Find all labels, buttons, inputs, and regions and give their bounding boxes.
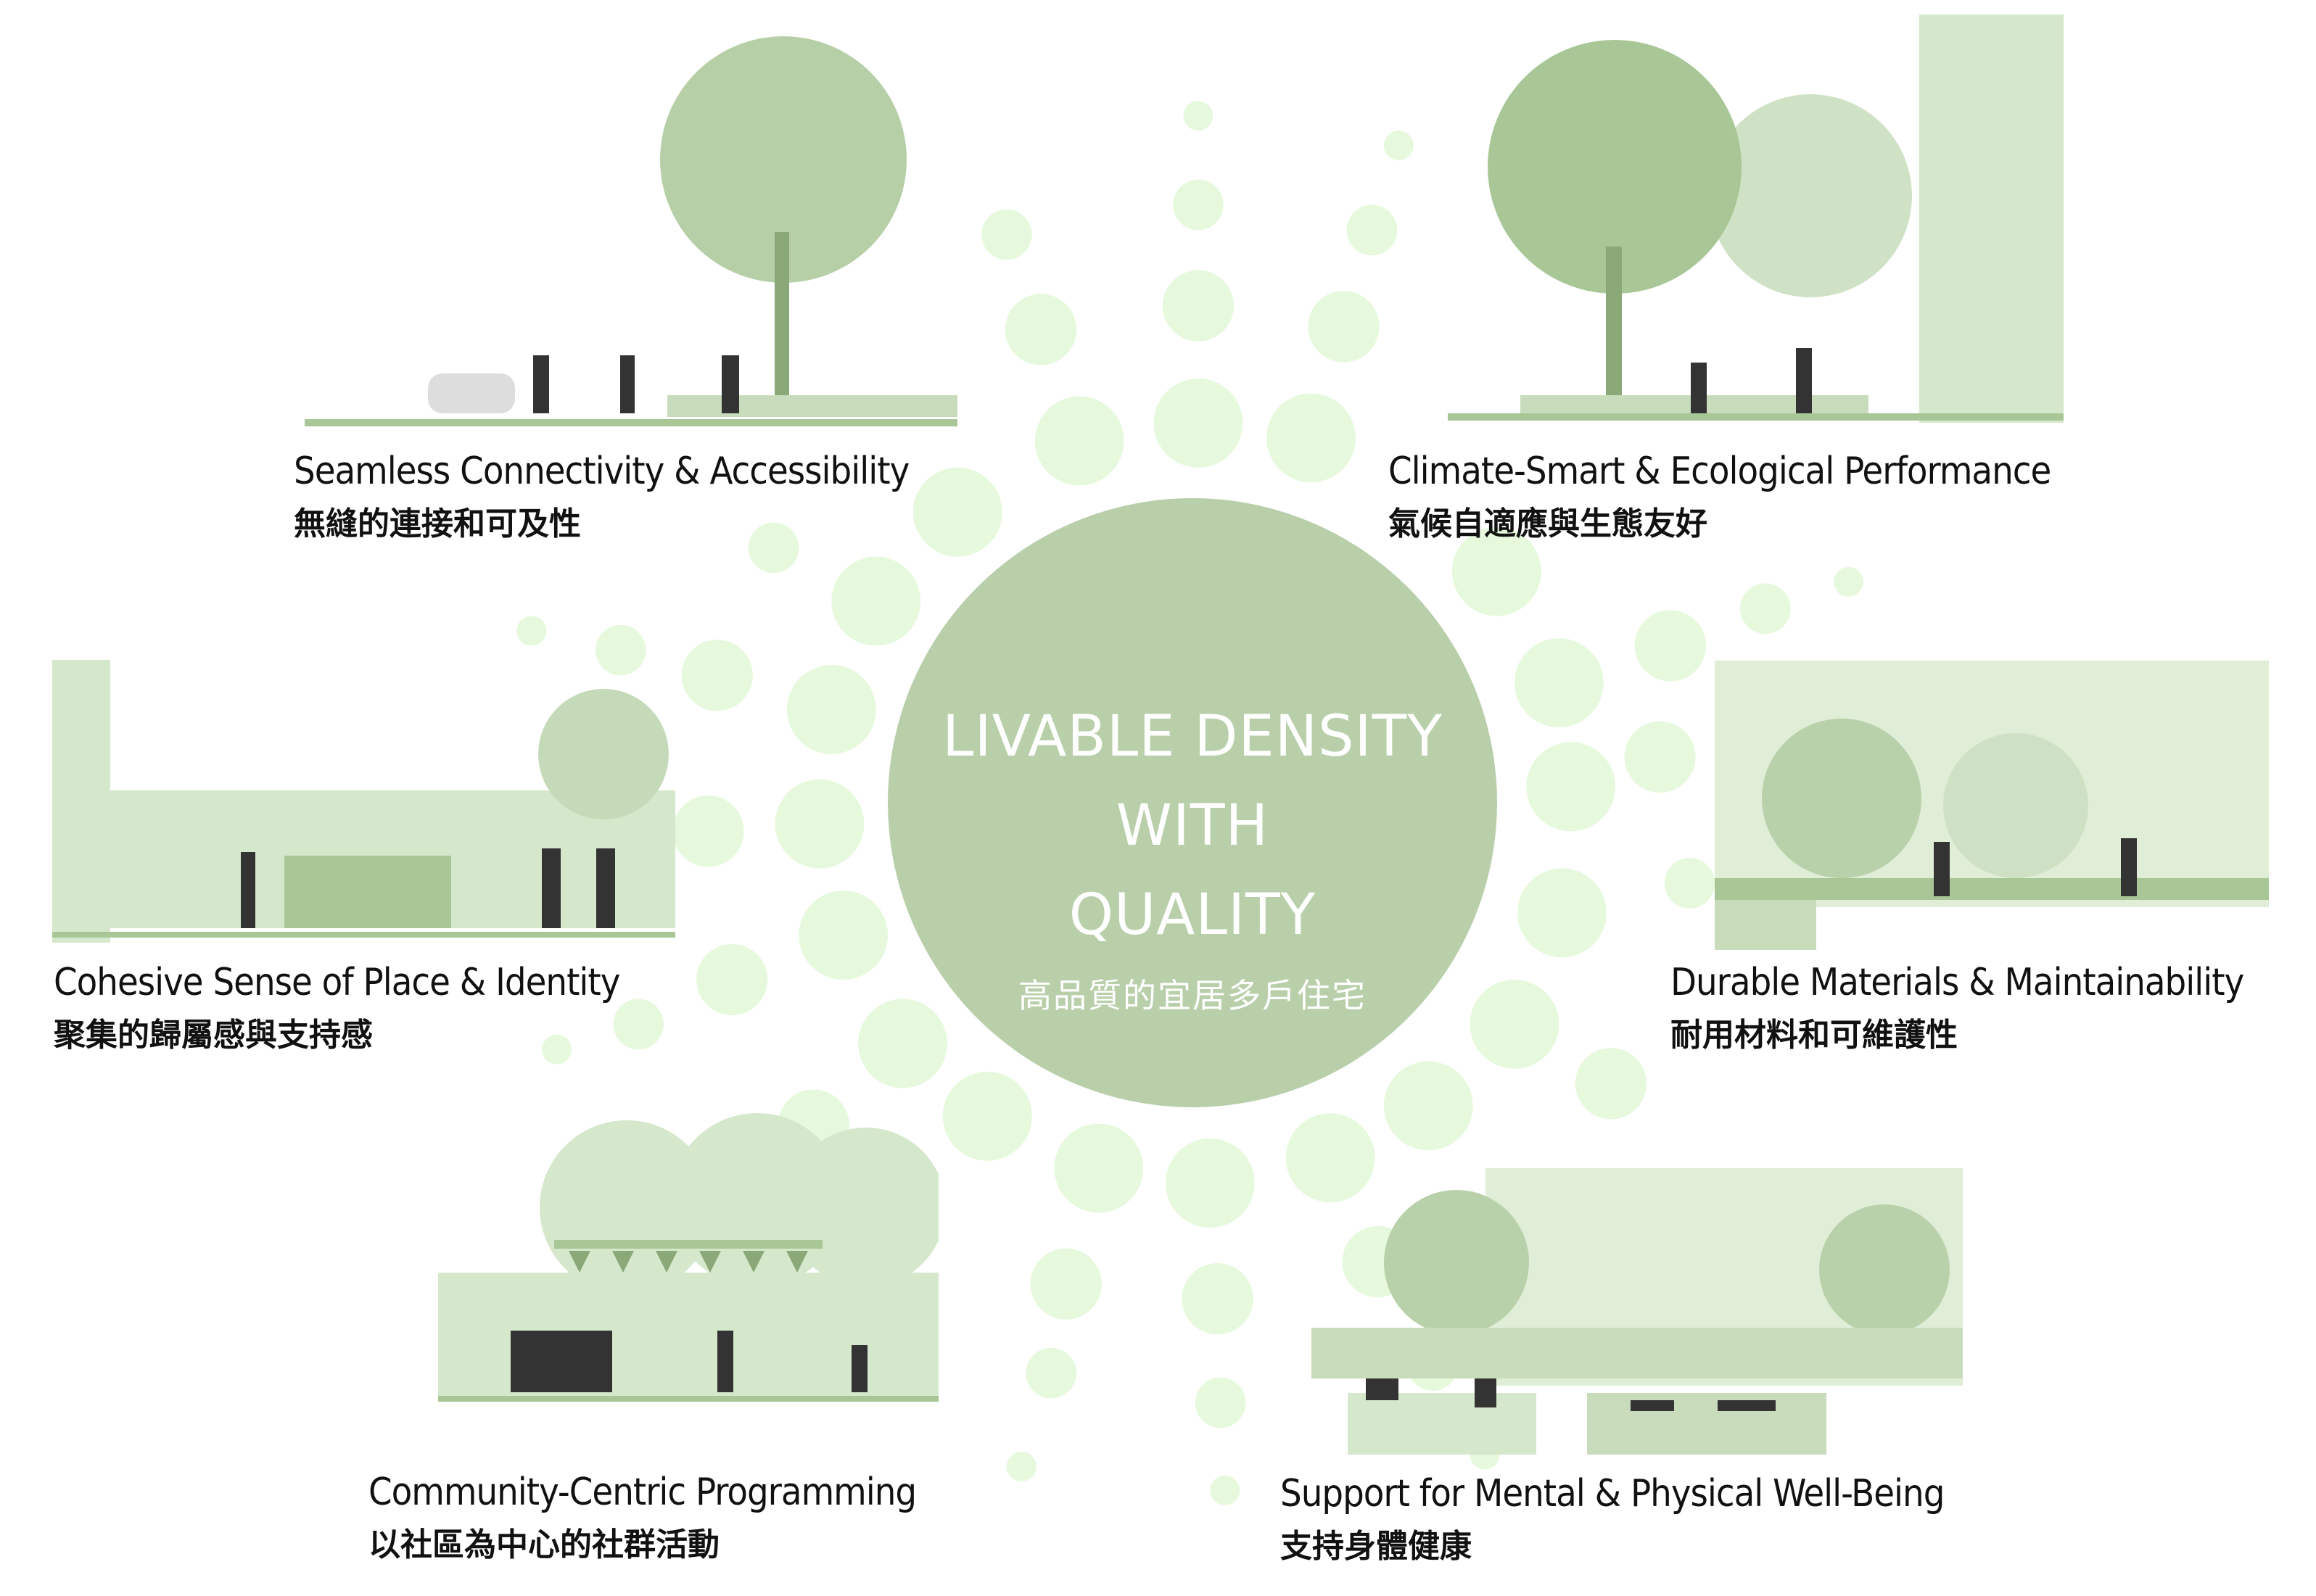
- decorative-dot: [1210, 1475, 1240, 1505]
- decorative-dot: [696, 943, 768, 1016]
- decorative-dot: [1006, 1451, 1037, 1481]
- decorative-dot: [912, 467, 1002, 557]
- decorative-dot: [942, 1071, 1032, 1161]
- decorative-dot: [1526, 742, 1616, 832]
- decorative-dot: [1308, 291, 1380, 363]
- decorative-dot: [799, 890, 889, 980]
- theme-title-en: Seamless Connectivity & Accessibility: [294, 450, 910, 493]
- theme-title-en: Durable Materials & Maintainability: [1670, 961, 2244, 1004]
- theme-title-cn: 氣候自適應與生態友好: [1388, 505, 1707, 542]
- theme-materials: Durable Materials & Maintainability 耐用材料…: [1670, 961, 2244, 1055]
- theme-title-cn: 支持身體健康: [1280, 1528, 1472, 1565]
- decorative-dot: [1266, 393, 1356, 483]
- theme-climate: Climate-Smart & Ecological Performance 氣…: [1388, 450, 2051, 544]
- decorative-dot: [542, 1034, 572, 1064]
- theme-title-cn: 無縫的連接和可及性: [294, 505, 581, 542]
- illustration-connectivity: [305, 15, 957, 431]
- illustration-well-being: [1311, 1168, 1963, 1462]
- theme-connectivity: Seamless Connectivity & Accessibility 無縫…: [294, 450, 910, 544]
- center-title-line-1: LIVABLE DENSITY: [942, 704, 1443, 769]
- decorative-dot: [1346, 204, 1398, 256]
- decorative-dot: [595, 624, 646, 676]
- decorative-dot: [1034, 396, 1124, 486]
- decorative-dot: [1664, 858, 1715, 909]
- decorative-dot: [681, 640, 753, 711]
- decorative-dot: [1026, 1347, 1077, 1399]
- center-title-line-3: QUALITY: [1068, 882, 1316, 948]
- decorative-dot: [613, 998, 664, 1050]
- illustration-materials: [1715, 661, 2269, 950]
- decorative-dot: [831, 556, 921, 646]
- theme-title-en: Cohesive Sense of Place & Identity: [54, 961, 620, 1004]
- illustration-climate: [1448, 15, 2064, 423]
- decorative-dot: [1383, 1061, 1473, 1151]
- decorative-dot: [1451, 526, 1541, 616]
- theme-title-cn: 以社區為中心的社群活動: [368, 1526, 720, 1563]
- theme-title-en: Support for Mental & Physical Well-Being: [1280, 1472, 1945, 1516]
- theme-title-en: Climate-Smart & Ecological Performance: [1388, 450, 2051, 493]
- decorative-dot: [1030, 1248, 1102, 1320]
- theme-title-en: Community-Centric Programming: [368, 1471, 917, 1514]
- decorative-dot: [1182, 1262, 1253, 1335]
- decorative-dot: [1740, 583, 1791, 634]
- decorative-dot: [1517, 868, 1607, 958]
- decorative-dot: [1624, 721, 1696, 793]
- theme-community: Community-Centric Programming 以社區為中心的社群活…: [368, 1471, 917, 1565]
- center-subtitle-cn: 高品質的宜居多戶住宅: [1018, 976, 1367, 1015]
- theme-title-cn: 聚集的歸屬感與支持感: [54, 1017, 373, 1054]
- central-concept-circle: LIVABLE DENSITY WITH QUALITY 高品質的宜居多戶住宅: [888, 498, 1497, 1107]
- decorative-dot: [1173, 179, 1224, 231]
- decorative-dot: [1285, 1113, 1375, 1203]
- decorative-dot: [1575, 1048, 1647, 1120]
- decorative-dot: [672, 795, 744, 867]
- center-title-line-2: WITH: [1116, 793, 1269, 859]
- illustration-community: [438, 1106, 939, 1413]
- decorative-dot: [1834, 566, 1863, 597]
- decorative-dot: [516, 616, 547, 646]
- decorative-dot: [775, 779, 865, 869]
- decorative-dot: [1005, 294, 1077, 365]
- decorative-dot: [858, 998, 947, 1088]
- illustration-sense-of-place: [52, 638, 675, 943]
- decorative-dot: [981, 209, 1032, 260]
- decorative-dot: [1183, 101, 1213, 131]
- decorative-dot: [1054, 1123, 1144, 1213]
- theme-sense-of-place: Cohesive Sense of Place & Identity 聚集的歸屬…: [54, 961, 620, 1055]
- decorative-dot: [1165, 1138, 1255, 1228]
- decorative-dot: [1634, 610, 1707, 682]
- decorative-dot: [786, 665, 876, 754]
- decorative-dot: [1514, 638, 1604, 728]
- decorative-dot: [1383, 131, 1414, 161]
- decorative-dot: [1195, 1377, 1246, 1428]
- theme-well-being: Support for Mental & Physical Well-Being…: [1280, 1472, 1945, 1566]
- theme-title-cn: 耐用材料和可維護性: [1670, 1017, 1958, 1054]
- decorative-dot: [748, 522, 799, 574]
- decorative-dot: [1470, 980, 1559, 1069]
- decorative-dot: [1162, 270, 1235, 342]
- decorative-dot: [1153, 378, 1243, 468]
